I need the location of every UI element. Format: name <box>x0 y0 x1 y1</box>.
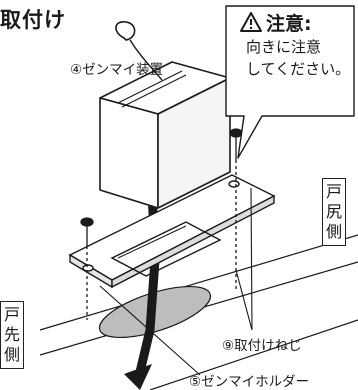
front-side-char-3: 側 <box>3 345 20 364</box>
mounting-screw-left <box>80 217 94 320</box>
spring-device-box <box>99 61 231 209</box>
leader-lines <box>99 187 253 376</box>
front-side-label: 戸 先 側 <box>0 301 24 369</box>
spring-device-label: ④ゼンマイ装置 <box>70 62 164 78</box>
warning-triangle-icon <box>240 12 262 32</box>
direction-arrow <box>124 364 152 390</box>
caution-line-1: 向きに注意 <box>246 38 322 56</box>
caution-balloon <box>225 5 355 159</box>
spring-holder-plate <box>68 174 276 289</box>
caution-text: 向きに注意 してください。 <box>246 36 352 80</box>
caution-line-2: してください。 <box>246 60 351 78</box>
hanging-ring <box>115 21 163 81</box>
back-side-char-1: 戸 <box>325 182 342 201</box>
caution-title: 注意: <box>266 12 312 35</box>
mounting-screw-right <box>229 128 243 290</box>
front-side-char-2: 先 <box>3 325 20 344</box>
back-side-label: 戸 尻 側 <box>322 178 346 246</box>
back-side-char-2: 尻 <box>325 202 342 221</box>
mounting-screw-label: ⑨取付けねじ <box>222 338 302 354</box>
caution-callout: 注意: 向きに注意 してください。 <box>230 8 352 80</box>
caution-heading: 注意: <box>240 8 352 36</box>
page-title: 取付け <box>0 8 66 32</box>
front-side-char-1: 戸 <box>3 305 20 324</box>
back-side-char-3: 側 <box>325 222 342 241</box>
spring-holder-label: ⑤ゼンマイホルダー <box>189 374 310 390</box>
